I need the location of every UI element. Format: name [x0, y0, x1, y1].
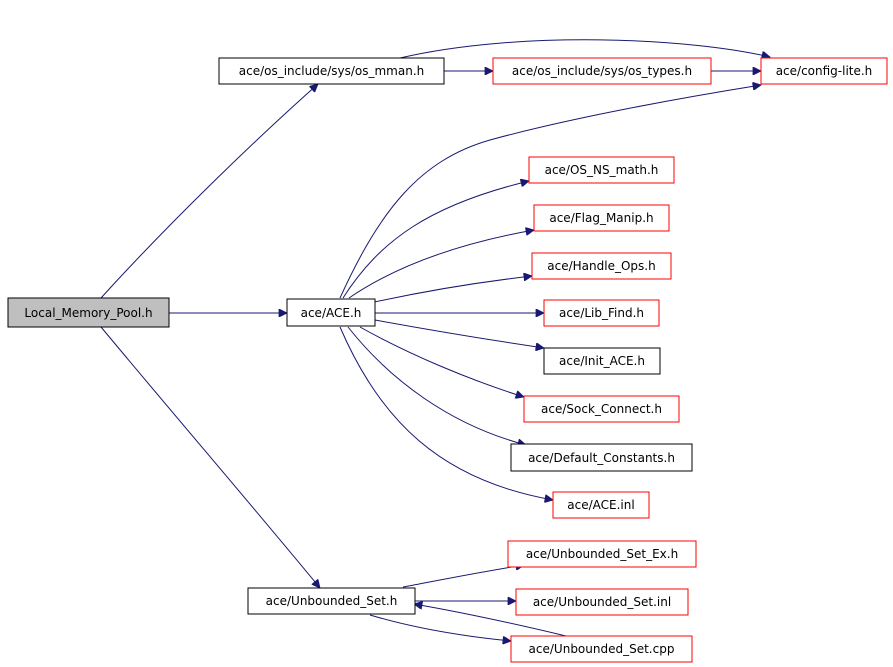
node-label: ace/Sock_Connect.h — [541, 402, 662, 416]
node-handle-ops[interactable]: ace/Handle_Ops.h — [531, 252, 672, 280]
node-label: ace/os_include/sys/os_mman.h — [239, 64, 425, 78]
edge-os-mman-to-config-lite — [399, 39, 770, 58]
node-label: ace/Unbounded_Set.cpp — [529, 642, 675, 656]
node-label: ace/Default_Constants.h — [528, 451, 675, 465]
edge-ace-h-to-default-constants — [347, 326, 526, 445]
edge-local-memory-pool-to-os-mman — [100, 84, 318, 299]
node-unbounded-set-ex[interactable]: ace/Unbounded_Set_Ex.h — [507, 540, 697, 568]
node-label: ace/config-lite.h — [776, 64, 873, 78]
node-config-lite[interactable]: ace/config-lite.h — [760, 57, 888, 85]
edge-unbounded-set-to-unbounded-set-ex — [402, 565, 524, 588]
edge-ace-h-to-init-ace — [374, 319, 544, 348]
node-lib-find[interactable]: ace/Lib_Find.h — [543, 299, 660, 327]
node-label: ace/Unbounded_Set.h — [266, 594, 398, 608]
edge-ace-h-to-ace-inl — [339, 326, 553, 500]
edge-ace-h-to-config-lite — [339, 85, 761, 299]
node-sock-connect[interactable]: ace/Sock_Connect.h — [523, 395, 680, 423]
node-label: ace/Init_ACE.h — [559, 354, 645, 368]
node-unbounded-set[interactable]: ace/Unbounded_Set.h — [247, 587, 416, 615]
edge-ace-h-to-flag-manip — [348, 230, 534, 299]
node-default-constants[interactable]: ace/Default_Constants.h — [510, 443, 693, 472]
edge-ace-h-to-os-ns-math — [342, 181, 529, 299]
node-label: ace/Unbounded_Set.inl — [533, 595, 671, 609]
node-ace-inl[interactable]: ace/ACE.inl — [552, 491, 650, 519]
node-label: ace/Unbounded_Set_Ex.h — [526, 547, 678, 561]
edge-ace-h-to-sock-connect — [359, 326, 524, 397]
node-label: ace/Flag_Manip.h — [549, 211, 653, 225]
node-unbounded-set-inl[interactable]: ace/Unbounded_Set.inl — [515, 588, 689, 616]
node-label: ace/OS_NS_math.h — [545, 163, 659, 177]
edges — [100, 39, 770, 641]
node-label: Local_Memory_Pool.h — [24, 306, 152, 320]
edge-unbounded-set-cpp-to-unbounded-set — [414, 604, 567, 637]
node-label: ace/Handle_Ops.h — [547, 259, 655, 273]
node-ace-h[interactable]: ace/ACE.h — [286, 298, 376, 327]
node-os-ns-math[interactable]: ace/OS_NS_math.h — [528, 156, 675, 184]
node-flag-manip[interactable]: ace/Flag_Manip.h — [533, 204, 670, 232]
node-init-ace[interactable]: ace/Init_ACE.h — [543, 347, 661, 375]
edge-local-memory-pool-to-unbounded-set — [100, 326, 320, 588]
node-local-memory-pool[interactable]: Local_Memory_Pool.h — [7, 297, 170, 328]
node-label: ace/ACE.h — [301, 306, 362, 320]
node-label: ace/os_include/sys/os_types.h — [512, 64, 692, 78]
edge-ace-h-to-handle-ops — [369, 276, 532, 304]
nodes: Local_Memory_Pool.h ace/os_include/sys/o… — [7, 57, 888, 663]
node-os-types[interactable]: ace/os_include/sys/os_types.h — [492, 57, 712, 85]
edge-unbounded-set-to-unbounded-set-cpp — [369, 614, 511, 641]
node-os-mman[interactable]: ace/os_include/sys/os_mman.h — [218, 57, 445, 85]
node-unbounded-set-cpp[interactable]: ace/Unbounded_Set.cpp — [510, 635, 693, 663]
node-label: ace/Lib_Find.h — [559, 306, 644, 320]
node-label: ace/ACE.inl — [567, 498, 634, 512]
